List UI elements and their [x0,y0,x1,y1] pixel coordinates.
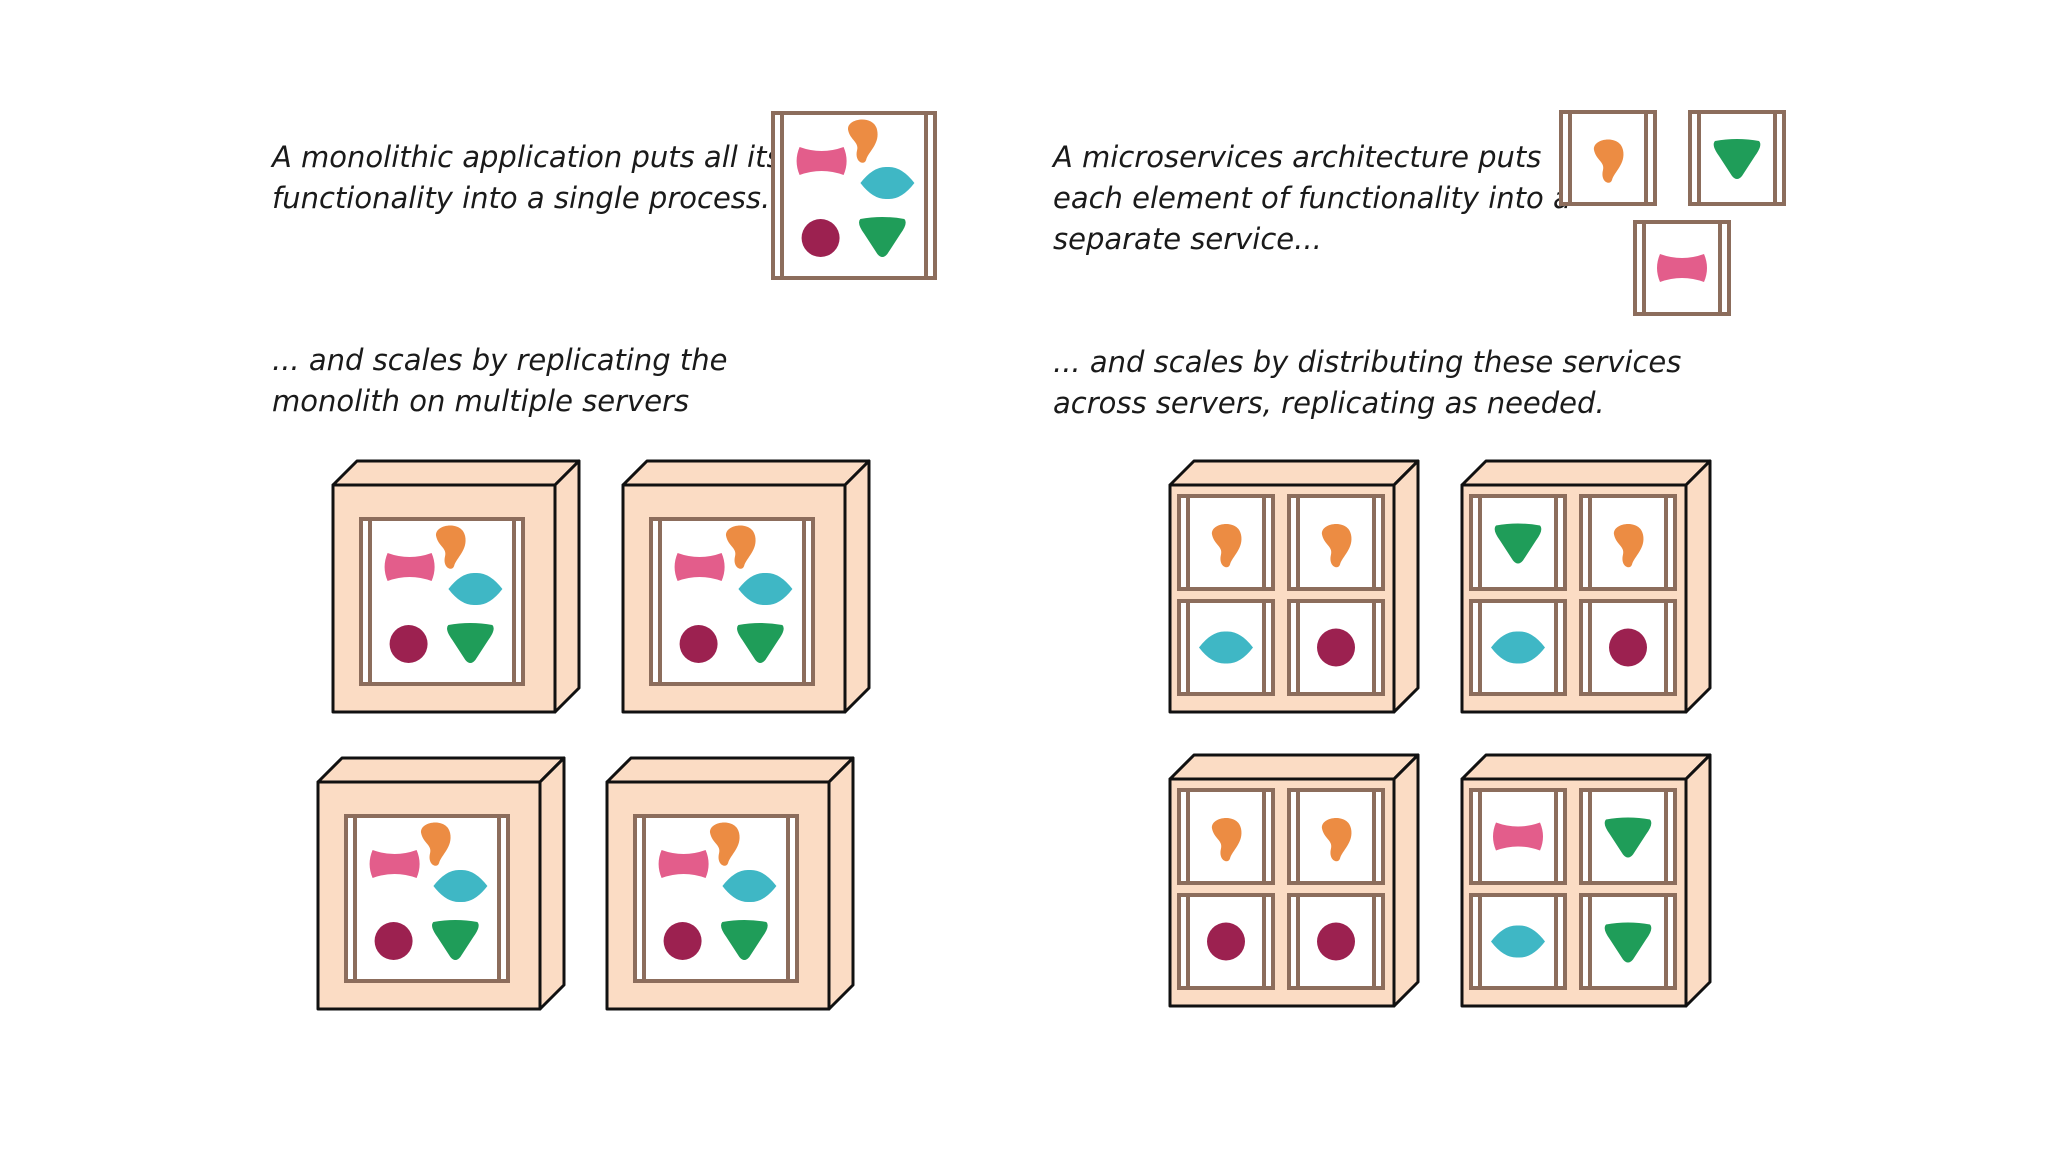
microservice-process [1579,599,1677,696]
server-top-face [1168,753,1420,781]
pink-bowtie-icon [1493,822,1543,851]
maroon-circle-icon [679,625,718,663]
green-triangle-icon [447,623,494,663]
green-triangle-icon [1494,523,1542,564]
orange-blob-icon [1321,817,1352,862]
maroon-circle-icon [374,922,413,960]
server-top-face [621,459,871,487]
server-top-face [316,756,566,784]
server-side-face [843,459,871,714]
microservice-process [1469,893,1567,990]
green-triangle-icon [859,217,906,257]
teal-diamond-icon [738,572,793,606]
orange-blob-icon [1613,523,1644,568]
server-side-face [1684,753,1712,1008]
microservice-process [1177,788,1275,885]
teal-diamond-icon [860,166,915,200]
microservice-process [1559,110,1657,206]
microservice-process [1177,494,1275,591]
pink-bowtie-icon [658,850,709,878]
maroon-circle-icon [801,219,840,257]
maroon-circle-icon [1317,922,1355,961]
pink-bowtie-icon [1657,254,1707,282]
microservice-server [1168,459,1420,714]
pink-bowtie-icon [674,553,725,581]
orange-blob-icon [1211,523,1242,568]
green-triangle-icon [1604,817,1652,858]
microservice-process [1633,220,1731,316]
green-triangle-icon [737,623,784,663]
maroon-circle-icon [663,922,702,960]
server-side-face [1392,459,1420,714]
teal-diamond-icon [448,572,503,606]
teal-diamond-icon [1491,631,1545,664]
teal-diamond-icon [722,869,777,903]
maroon-circle-icon [389,625,428,663]
orange-blob-icon [1593,139,1624,183]
server-side-face [553,459,581,714]
microservice-process [1287,788,1385,885]
monolith-process [649,517,815,686]
maroon-circle-icon [1317,628,1355,667]
server-top-face [1460,459,1712,487]
microservice-process [1469,494,1567,591]
maroon-circle-icon [1207,922,1245,961]
monolith-server [331,459,581,714]
microservice-process [1688,110,1786,206]
server-top-face [605,756,855,784]
caption-microservices-scale: ... and scales by distributing these ser… [1053,345,1682,420]
green-triangle-icon [721,920,768,960]
server-side-face [1392,753,1420,1008]
microservice-process [1177,893,1275,990]
frame-border [1177,893,1275,990]
microservice-process [1579,494,1677,591]
caption-monolith-intro: A monolithic application puts all its fu… [272,140,789,215]
caption-monolith-scale: ... and scales by replicating the monoli… [272,343,728,418]
orange-blob-icon [1211,817,1242,862]
microservice-process [1287,494,1385,591]
microservice-process [1287,893,1385,990]
caption-microservices-intro: A microservices architecture puts each e… [1053,140,1571,256]
server-side-face [827,756,855,1011]
server-side-face [1684,459,1712,714]
microservice-process [1579,893,1677,990]
green-triangle-icon [1604,922,1652,963]
monolith-process [771,111,937,280]
microservice-process [1469,788,1567,885]
pink-bowtie-icon [796,147,847,175]
orange-blob-icon [725,525,756,569]
microservice-process [1469,599,1567,696]
monolith-server [605,756,855,1011]
server-top-face [1460,753,1712,781]
orange-blob-icon [435,525,466,569]
server-top-face [1168,459,1420,487]
frame-border [1559,110,1657,206]
teal-diamond-icon [1491,925,1545,958]
orange-blob-icon [847,119,878,163]
green-triangle-icon [1713,139,1761,179]
teal-diamond-icon [433,869,488,903]
monolith-server [621,459,871,714]
orange-blob-icon [709,822,740,866]
monolith-server [316,756,566,1011]
microservice-server [1168,753,1420,1008]
teal-diamond-icon [1199,631,1253,664]
pink-bowtie-icon [369,850,420,878]
maroon-circle-icon [1609,628,1647,667]
server-side-face [538,756,566,1011]
microservice-server [1460,459,1712,714]
pink-bowtie-icon [384,553,435,581]
orange-blob-icon [420,822,451,866]
green-triangle-icon [432,920,479,960]
microservice-process [1177,599,1275,696]
microservice-server [1460,753,1712,1008]
microservice-process [1579,788,1677,885]
orange-blob-icon [1321,523,1352,568]
server-top-face [331,459,581,487]
microservice-process [1287,599,1385,696]
